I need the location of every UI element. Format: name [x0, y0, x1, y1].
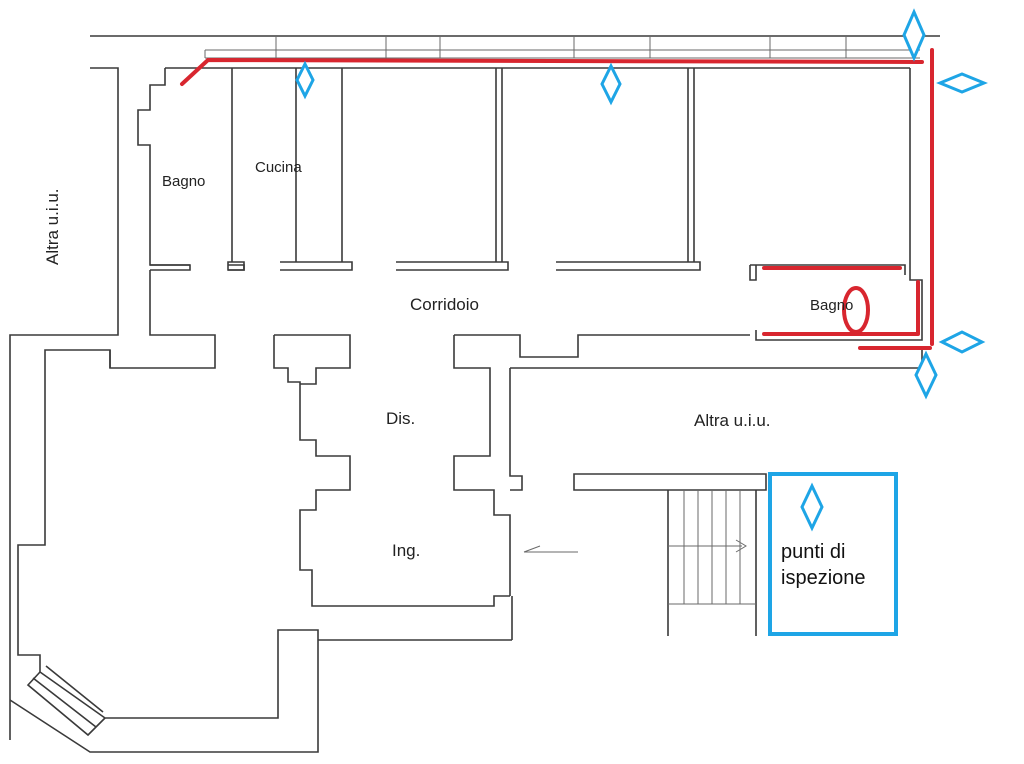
diamond-marker-icon: [938, 330, 986, 354]
big-room-right-wall: [109, 335, 510, 607]
staircase: [667, 490, 757, 636]
room-label-altra-right: Altra u.i.u.: [694, 411, 771, 430]
pipe-route: [180, 48, 934, 350]
walls: [9, 35, 940, 753]
room-label-bagno-right: Bagno: [810, 297, 853, 314]
divider-room4: [687, 68, 695, 262]
landing-wall: [318, 473, 767, 641]
room-label-ing: Ing.: [392, 541, 420, 560]
entry-arrow: [523, 545, 578, 553]
corridor-top-wall: [150, 261, 701, 271]
window-strip: [204, 36, 920, 59]
corridor-bottom-left: [9, 270, 319, 753]
divider-bagno-cucina: [227, 68, 245, 271]
diamond-marker-icon: [914, 350, 938, 400]
room-label-corridoio: Corridoio: [410, 295, 479, 314]
legend-box: [768, 472, 898, 636]
pipe-ring-marker: [842, 286, 870, 334]
pipe-main-line: [180, 58, 924, 86]
pipe-bagno-line: [762, 266, 932, 350]
bagno-right-walls: [749, 68, 923, 341]
divider-room3: [495, 68, 503, 262]
dis-right-wall: [453, 334, 750, 596]
room-label-dis: Dis.: [386, 409, 415, 428]
room-label-altra-left: Altra u.i.u.: [43, 188, 62, 265]
room-label-bagno-left: Bagno: [162, 173, 205, 190]
inspection-markers: [295, 8, 988, 400]
diamond-marker-icon: [902, 8, 926, 62]
diamond-marker-icon: [295, 60, 315, 100]
legend-line-1: punti di: [781, 541, 846, 563]
room-labels: Bagno Cucina Corridoio Bagno Dis. Ing. A…: [43, 159, 853, 560]
left-column-wall: [9, 67, 119, 740]
dis-left-wall: [274, 334, 351, 385]
diamond-marker-icon: [936, 72, 988, 94]
diamond-marker-icon: [800, 482, 824, 532]
bay-window: [26, 665, 106, 737]
diamond-marker-icon: [600, 62, 622, 106]
legend: punti di ispezione: [768, 472, 898, 636]
left-upper-wall: [137, 68, 190, 266]
legend-line-2: ispezione: [781, 567, 866, 589]
room-label-cucina: Cucina: [255, 159, 302, 176]
